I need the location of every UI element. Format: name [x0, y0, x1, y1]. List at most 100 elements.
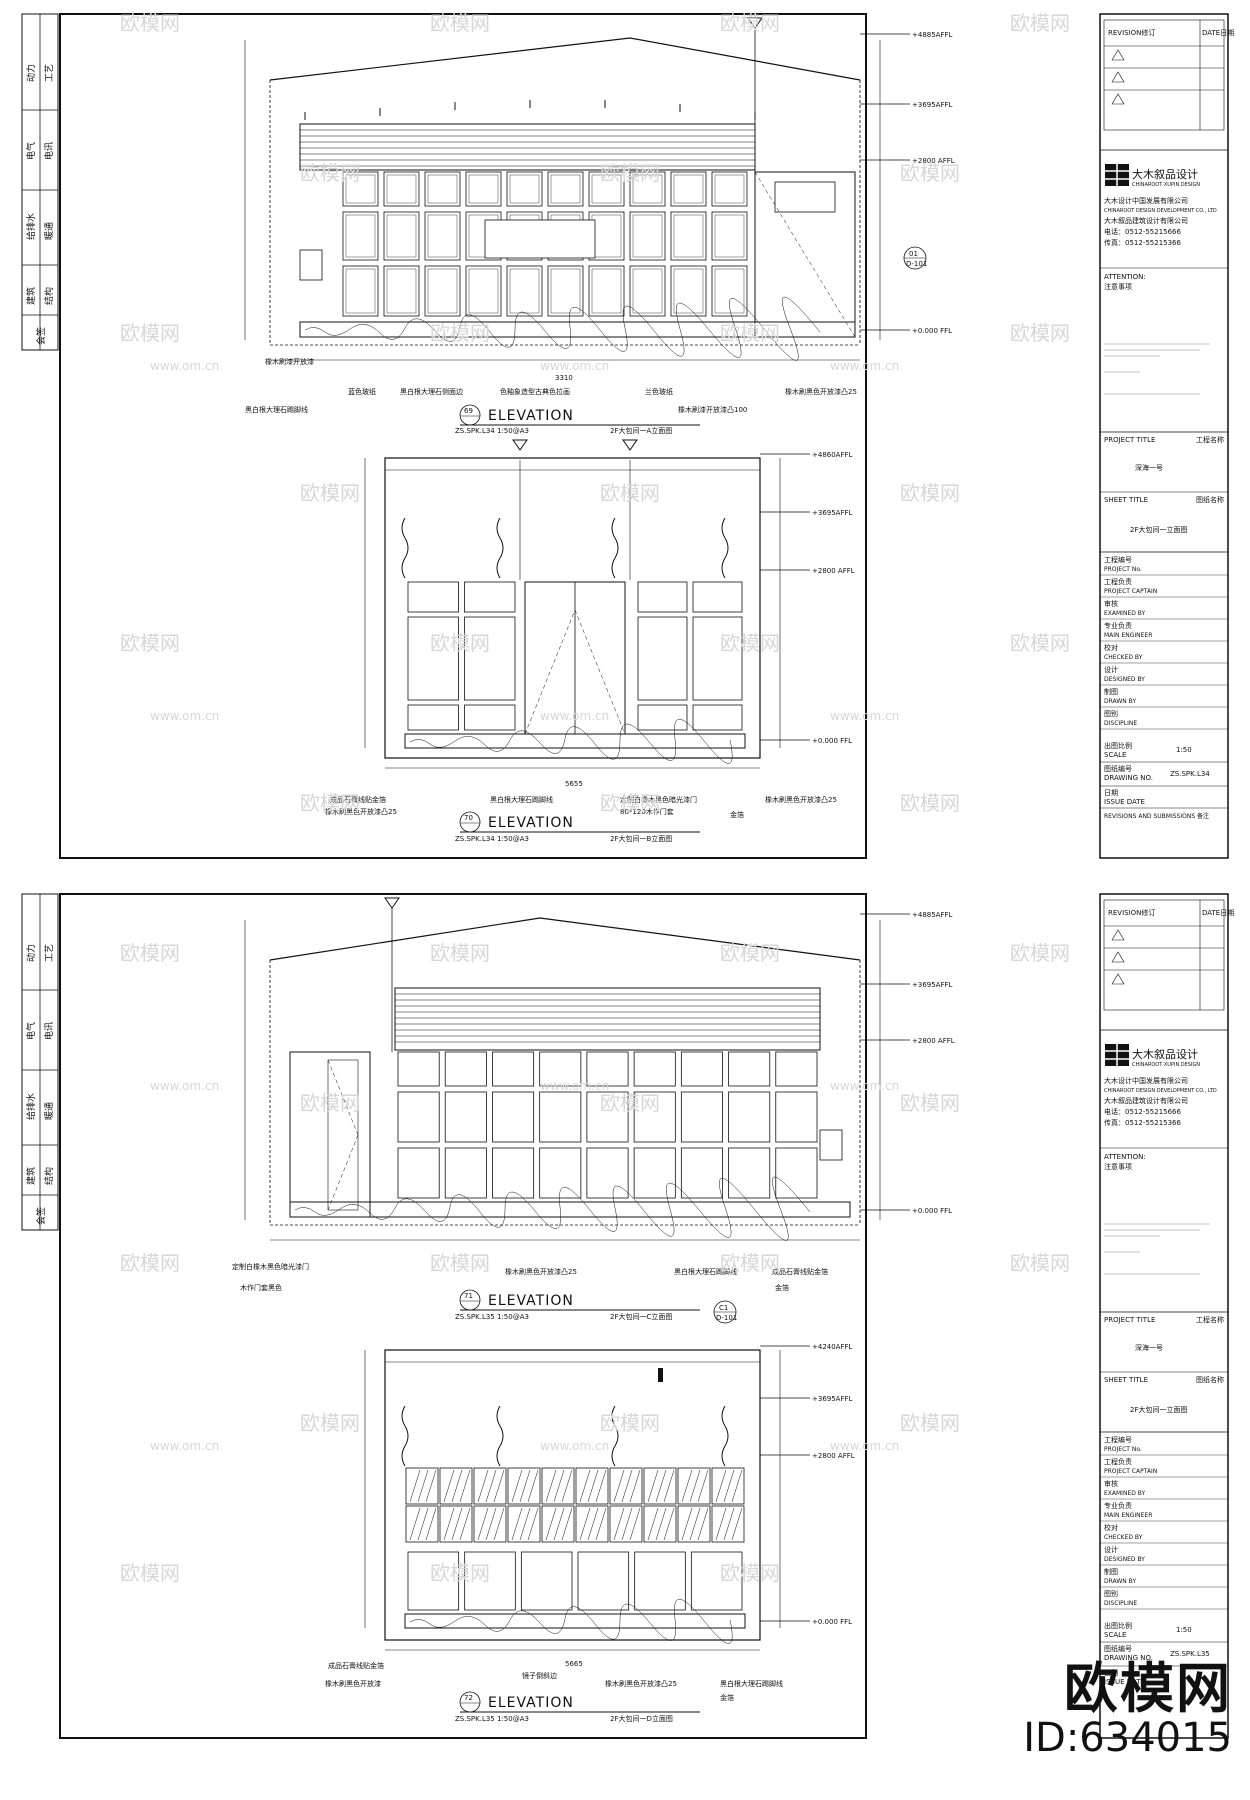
wall-panels: [407, 581, 743, 731]
tb-row-cn: 制图: [1104, 687, 1118, 696]
tb-row-cn: 工程编号: [1104, 1435, 1132, 1444]
wall-panel: [342, 171, 379, 207]
tb-row-cn: 审核: [1104, 599, 1118, 608]
wall-panel: [711, 211, 748, 261]
wall-panel: [728, 1051, 771, 1087]
level-mark: +2800 AFFL: [812, 567, 855, 575]
material-note: 橡木刷漆开放漆凸100: [678, 405, 747, 414]
mirror-panel: [643, 1467, 677, 1505]
wall-panel: [506, 265, 543, 317]
material-note: 橡木刷黑色开放漆凸25: [785, 387, 857, 396]
level-mark: +0.000 FFL: [812, 737, 852, 745]
wall-panel: [492, 1147, 535, 1199]
wall-panel-inset: [386, 214, 417, 258]
wall-panel-inset: [550, 174, 581, 204]
attention-en: ATTENTION:: [1104, 273, 1146, 281]
material-note: 成品石膏线贴金箔: [772, 1267, 828, 1276]
view-caption: 2F大包间一B立面图: [610, 834, 672, 843]
svg-text:D-101: D-101: [906, 260, 927, 268]
attention-en: ATTENTION:: [1104, 1153, 1146, 1161]
wall-panel: [444, 1051, 487, 1087]
fax: 传真：0512-55215366: [1104, 238, 1182, 247]
level-mark: +2800 AFFL: [912, 157, 955, 165]
svg-text:C1: C1: [719, 1304, 728, 1312]
view-number: 69: [464, 407, 473, 415]
material-note: 金箔: [720, 1693, 734, 1702]
date-label: DATE日期: [1202, 29, 1234, 37]
wall-panel: [397, 1051, 440, 1087]
mirror-panel: [439, 1467, 473, 1505]
wall-panel-inset: [632, 268, 663, 314]
wall-panel: [692, 704, 743, 731]
revision-label: REVISION修订: [1108, 28, 1155, 37]
tb-row-en: PROJECT CAPTAIN: [1104, 1468, 1157, 1475]
view-scale: ZS.SPK.L34 1:50@A3: [455, 835, 529, 843]
strip-label: 动力: [25, 64, 37, 82]
drawing-no-cn: 图纸编号: [1104, 1644, 1132, 1653]
project-title-cn: 工程名称: [1196, 1315, 1224, 1324]
scale-en: SCALE: [1104, 1631, 1126, 1639]
mirror-panel: [541, 1505, 575, 1543]
wall-panel: [444, 1091, 487, 1143]
wall-panel: [692, 581, 743, 613]
tb-row-cn: 图别: [1104, 1589, 1118, 1598]
tb-row-cn: 工程负责: [1104, 1457, 1132, 1466]
elevation-69: +4885AFFL +3695AFFL +2800 AFFL +0.000 FF…: [244, 17, 955, 435]
tb-row-cn: 设计: [1104, 1545, 1118, 1554]
mirror-panel: [609, 1505, 643, 1543]
wall-panel-inset: [468, 174, 499, 204]
wall-panel-inset: [468, 268, 499, 314]
company-en: CHINAROOT DESIGN DEVELOPMENT CO., LTD: [1104, 208, 1217, 214]
level-mark: +4860AFFL: [812, 451, 853, 459]
view-label: ELEVATION: [488, 1695, 574, 1711]
view-number: 70: [464, 814, 473, 822]
company-cn2: 大木叙品建筑设计有限公司: [1104, 216, 1188, 225]
drawing-number: ZS.SPK.L35: [1170, 1650, 1210, 1658]
mirror-panel: [405, 1505, 439, 1543]
material-note: 成品石膏线贴金箔: [330, 795, 386, 804]
material-note: 橡木刷黑色开放漆凸25: [605, 1679, 677, 1688]
strip-label: 会签: [35, 327, 47, 345]
wall-panel-inset: [714, 268, 745, 314]
mirror-panel: [575, 1467, 609, 1505]
wall-panel: [492, 1091, 535, 1143]
wall-panel: [342, 211, 379, 261]
company-logo-en: CHINAROOT XUPIN DESIGN: [1132, 1062, 1200, 1068]
revision-triangle-icon: [1111, 929, 1125, 941]
mirror-panel: [643, 1505, 677, 1543]
strip-label: 电讯: [43, 1022, 55, 1040]
wall-panel: [506, 171, 543, 207]
sheet-title-label: SHEET TITLE: [1104, 1376, 1148, 1384]
strip-label: 给排水: [25, 1093, 37, 1120]
sheet-2-svg: 动力 工艺 电气 电讯 给排水 暖通 建筑 结构 会签 +4885AFFL: [21, 893, 1234, 1739]
material-note: 橡木刷黑色开放漆凸25: [325, 807, 397, 816]
mirror-panel: [473, 1467, 507, 1505]
strip-label: 暖通: [43, 1102, 55, 1120]
wall-panel: [634, 1551, 686, 1611]
scale-en: SCALE: [1104, 751, 1126, 759]
tb-row-cn: 审核: [1104, 1479, 1118, 1488]
drawing-no-en: DRAWING NO.: [1104, 1654, 1153, 1662]
title-block: REVISION修订 DATE日期 大木叙品设计 CHINAROOT XUPIN…: [1099, 893, 1234, 1739]
wall-panel: [629, 265, 666, 317]
material-note: 色釉象造型古典色拉画: [500, 387, 570, 396]
level-mark: +3695AFFL: [912, 101, 953, 109]
wall-panel: [670, 265, 707, 317]
tb-row-en: PROJECT CAPTAIN: [1104, 588, 1157, 595]
sheet-1-svg: 动力 工艺 电气 电讯 给排水 暖通 建筑 结构 会签: [21, 13, 1234, 859]
wall-panel: [407, 581, 459, 613]
tb-row-cn: 校对: [1104, 643, 1118, 652]
mirror-grid: [405, 1467, 745, 1543]
material-note: 黑白根大理石踢脚线: [490, 795, 553, 804]
wall-panel-inset: [345, 214, 376, 258]
material-note: 定制白橡木黑色暗光漆门: [232, 1262, 309, 1271]
strip-label: 结构: [43, 1167, 55, 1185]
main-frame: [59, 13, 867, 859]
wall-panel: [342, 265, 379, 317]
brand-watermark-text: 欧模网: [1064, 1657, 1232, 1720]
mirror-panel: [677, 1467, 711, 1505]
wall-panel: [637, 704, 688, 731]
tel: 电话：0512-55215666: [1104, 1107, 1182, 1116]
tb-row-en: DRAWN BY: [1104, 698, 1136, 705]
tel: 电话：0512-55215666: [1104, 227, 1182, 236]
